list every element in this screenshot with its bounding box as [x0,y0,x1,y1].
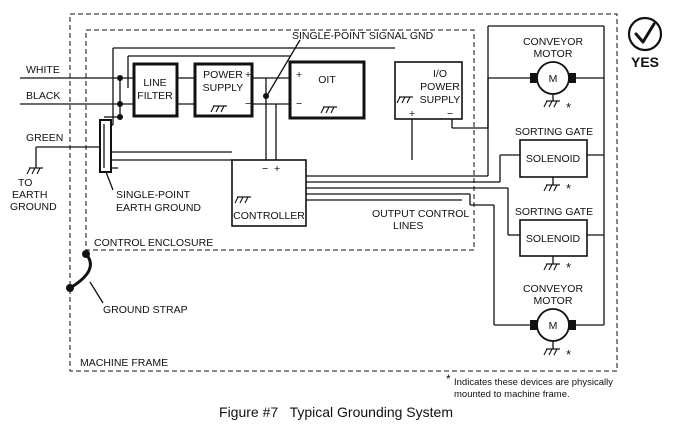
power-supply-line-1: POWER [203,69,243,81]
machine-frame-label: MACHINE FRAME [80,357,168,369]
line-filter-box [132,62,179,118]
svg-text:+: + [274,163,280,175]
output-lines-line-2: LINES [393,220,423,232]
figure-caption: Figure #7 Typical Grounding System [219,404,453,420]
earth-point-line-2: EARTH GROUND [116,202,201,214]
svg-text:+: + [245,69,251,81]
svg-text:*: * [566,260,571,275]
oit-label: OIT [318,74,336,86]
conveyor-motor-2-line-2: MOTOR [534,295,573,307]
signal-gnd-point [263,93,269,99]
ground-strap [69,253,92,290]
yes-label: YES [631,54,659,70]
control-enclosure-border [85,29,475,251]
conveyor-motor-2-line-1: CONVEYOR [523,283,584,295]
power-supply-line-2: SUPPLY [203,82,244,94]
io-power-supply-line-1: I/O [433,68,447,80]
conveyor-motor-1-line-2: MOTOR [534,48,573,60]
sorting-gate-1-title: SORTING GATE [515,126,593,138]
conveyor-motor-1-symbol: M [549,73,558,85]
controller-box [231,159,307,227]
controller-label: CONTROLLER [233,210,305,222]
svg-text:−: − [245,98,251,110]
machine-frame-border [69,13,618,372]
svg-text:−: − [262,163,268,175]
svg-text:*: * [566,100,571,115]
earth-ground-line-2: EARTH [12,189,47,201]
earth-ground-line-1: TO [18,177,32,189]
solenoid-1-label: SOLENOID [526,153,581,165]
svg-text:+: + [409,108,415,120]
oit-box [288,60,366,120]
yes-badge: YES [627,16,663,70]
svg-text:+: + [296,69,302,81]
io-power-supply-line-2: POWER [420,81,460,93]
black-label: BLACK [26,90,60,102]
note-line-2: mounted to machine frame. [454,389,570,400]
svg-text:*: * [566,181,571,196]
earth-ground-line-3: GROUND [10,201,57,213]
line-filter-line-1: LINE [143,77,166,89]
earth-ground-bar [99,119,112,173]
output-lines-line-1: OUTPUT CONTROL [372,208,469,220]
solenoid-2-box [519,219,588,257]
sorting-gate-2-title: SORTING GATE [515,206,593,218]
svg-text:*: * [566,347,571,362]
solenoid-1-box [519,139,588,178]
earth-point-line-1: SINGLE-POINT [116,189,191,201]
ground-strap-label: GROUND STRAP [103,304,188,316]
solenoid-2-label: SOLENOID [526,233,581,245]
io-power-supply-line-3: SUPPLY [420,94,461,106]
svg-text:−: − [296,98,302,110]
note-line-1: Indicates these devices are physically [454,377,613,388]
svg-text:−: − [447,108,453,120]
control-enclosure-label: CONTROL ENCLOSURE [94,237,213,249]
line-filter-line-2: FILTER [137,90,173,102]
check-icon [627,16,663,52]
green-label: GREEN [26,132,63,144]
svg-text:*: * [446,372,451,386]
white-label: WHITE [26,64,60,76]
io-power-supply-box [394,61,463,120]
conveyor-motor-1-line-1: CONVEYOR [523,36,584,48]
signal-gnd-label: SINGLE-POINT SIGNAL GND [292,30,434,42]
conveyor-motor-2-symbol: M [549,320,558,332]
